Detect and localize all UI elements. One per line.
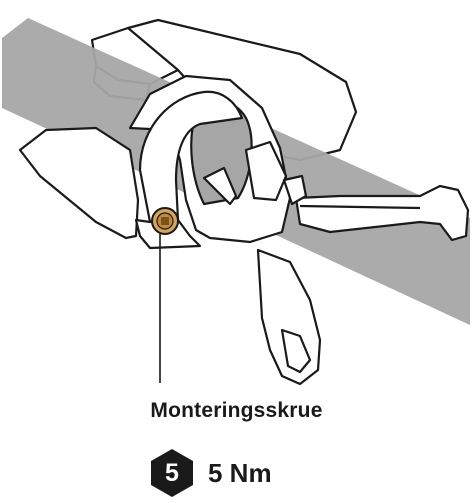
hex-key-size: 5 bbox=[165, 459, 179, 487]
release-lever bbox=[256, 248, 322, 386]
main-lever bbox=[294, 184, 470, 242]
shifter-front-body bbox=[18, 74, 308, 250]
torque-value: 5 Nm bbox=[208, 457, 272, 488]
torque-spec: 5 5 Nm bbox=[150, 448, 272, 498]
screw-icon bbox=[151, 207, 179, 235]
hexagon-icon: 5 bbox=[150, 448, 194, 498]
screw-label: Monteringsskrue bbox=[150, 399, 323, 422]
